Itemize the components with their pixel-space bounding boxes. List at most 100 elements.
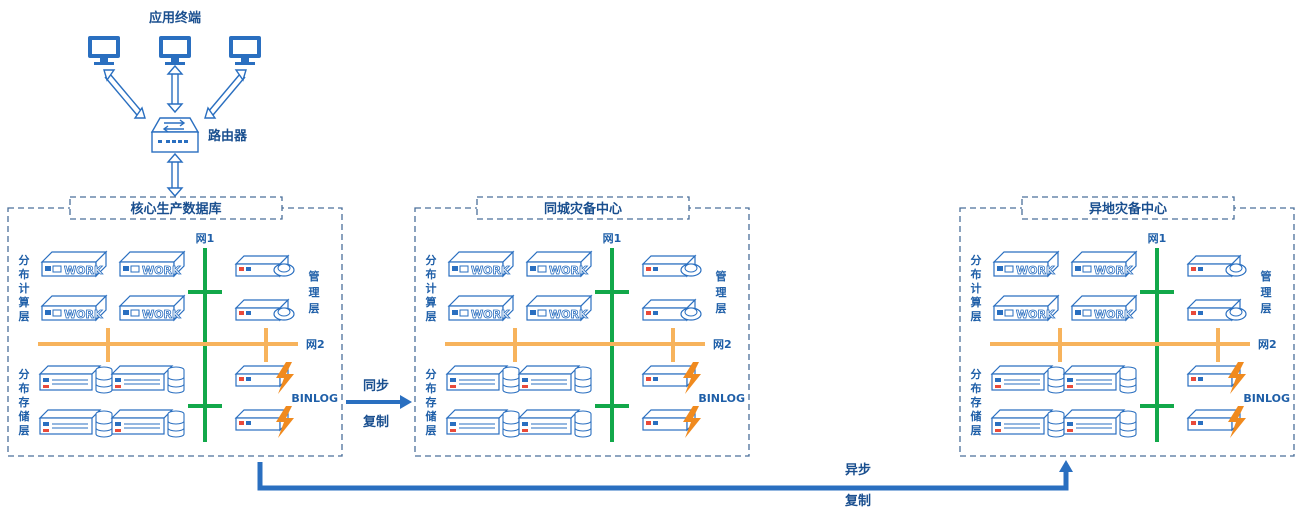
storage-server-icon bbox=[518, 365, 592, 394]
storage-layer-char: 分 bbox=[426, 367, 437, 381]
management-server-icon bbox=[235, 299, 295, 321]
binlog-label: BINLOG bbox=[1243, 392, 1290, 405]
router-icon bbox=[150, 117, 200, 153]
storage-layer-char: 存 bbox=[19, 395, 30, 409]
storage-server-icon bbox=[518, 409, 592, 438]
async-label: 异步 bbox=[845, 462, 871, 478]
management-server-icon bbox=[235, 255, 295, 277]
binlog-server-icon bbox=[642, 405, 702, 439]
mgmt-layer-char: 理 bbox=[309, 286, 320, 299]
storage-server-icon bbox=[991, 409, 1065, 438]
mgmt-layer-char: 理 bbox=[716, 286, 727, 299]
storage-layer-char: 布 bbox=[426, 381, 437, 395]
compute-layer-char: 布 bbox=[19, 267, 30, 281]
datacenter-title: 异地灾备中心 bbox=[1089, 201, 1167, 217]
compute-layer-char: 计 bbox=[19, 281, 30, 295]
compute-layer-char: 布 bbox=[971, 267, 982, 281]
mgmt-layer-char: 层 bbox=[308, 302, 320, 315]
storage-layer-char: 层 bbox=[970, 424, 982, 437]
mgmt-layer-char: 层 bbox=[1260, 302, 1272, 315]
binlog-label: BINLOG bbox=[291, 392, 338, 405]
storage-server-icon bbox=[991, 365, 1065, 394]
binlog-server-icon bbox=[1187, 361, 1247, 395]
compute-server-icon bbox=[526, 295, 592, 322]
async-copy-label: 复制 bbox=[844, 493, 871, 509]
datacenter-frame bbox=[414, 207, 750, 457]
storage-layer-char: 存 bbox=[426, 395, 437, 409]
sync-copy-label: 复制 bbox=[362, 414, 389, 430]
compute-layer-char: 算 bbox=[425, 295, 437, 309]
net2-label: 网2 bbox=[713, 338, 732, 351]
binlog-label: BINLOG bbox=[698, 392, 745, 405]
mgmt-layer-char: 层 bbox=[715, 302, 727, 315]
datacenter-title: 同城灾备中心 bbox=[544, 201, 622, 217]
terminal-icon bbox=[88, 36, 120, 65]
compute-layer-char: 计 bbox=[426, 281, 437, 295]
datacenter-title-box bbox=[476, 196, 690, 220]
net1-label: 网1 bbox=[196, 232, 215, 245]
compute-layer-char: 层 bbox=[970, 310, 982, 323]
compute-layer-char: 算 bbox=[970, 295, 982, 309]
storage-server-icon bbox=[39, 409, 113, 438]
compute-layer-char: 计 bbox=[971, 281, 982, 295]
compute-server-icon bbox=[526, 251, 592, 278]
binlog-server-icon bbox=[235, 405, 295, 439]
storage-server-icon bbox=[446, 409, 520, 438]
storage-layer-char: 储 bbox=[19, 409, 30, 423]
compute-layer-char: 布 bbox=[426, 267, 437, 281]
storage-server-icon bbox=[111, 409, 185, 438]
compute-layer-char: 算 bbox=[18, 295, 30, 309]
storage-layer-char: 层 bbox=[18, 424, 30, 437]
binlog-server-icon bbox=[642, 361, 702, 395]
management-server-icon bbox=[1187, 255, 1247, 277]
storage-layer-char: 储 bbox=[426, 409, 437, 423]
management-server-icon bbox=[642, 255, 702, 277]
storage-server-icon bbox=[111, 365, 185, 394]
storage-server-icon bbox=[1063, 365, 1137, 394]
storage-layer-char: 存 bbox=[971, 395, 982, 409]
datacenter-title: 核心生产数据库 bbox=[130, 201, 221, 217]
mgmt-layer-char: 理 bbox=[1261, 286, 1272, 299]
net2-label: 网2 bbox=[306, 338, 325, 351]
compute-server-icon bbox=[448, 295, 514, 322]
async-replication-arrow bbox=[257, 460, 1073, 491]
management-server-icon bbox=[1187, 299, 1247, 321]
net2-label: 网2 bbox=[1258, 338, 1277, 351]
management-server-icon bbox=[642, 299, 702, 321]
mgmt-layer-char: 管 bbox=[1261, 269, 1272, 283]
storage-server-icon bbox=[446, 365, 520, 394]
compute-server-icon bbox=[1071, 251, 1137, 278]
storage-layer-char: 分 bbox=[19, 367, 30, 381]
datacenter-frame bbox=[7, 207, 343, 457]
compute-server-icon bbox=[1071, 295, 1137, 322]
binlog-server-icon bbox=[235, 361, 295, 395]
mgmt-layer-char: 管 bbox=[716, 269, 727, 283]
net1-label: 网1 bbox=[603, 232, 622, 245]
mgmt-layer-char: 管 bbox=[309, 269, 320, 283]
storage-layer-char: 层 bbox=[425, 424, 437, 437]
terminal-router-links bbox=[103, 64, 247, 198]
sync-replication-arrow bbox=[346, 395, 412, 409]
compute-layer-char: 分 bbox=[19, 253, 30, 267]
net1-label: 网1 bbox=[1148, 232, 1167, 245]
router-label: 路由器 bbox=[208, 128, 248, 144]
storage-layer-char: 分 bbox=[971, 367, 982, 381]
sync-label: 同步 bbox=[363, 378, 389, 394]
storage-layer-char: 储 bbox=[971, 409, 982, 423]
datacenter-frame bbox=[959, 207, 1295, 457]
binlog-server-icon bbox=[1187, 405, 1247, 439]
compute-server-icon bbox=[41, 295, 107, 322]
compute-server-icon bbox=[993, 251, 1059, 278]
compute-layer-char: 分 bbox=[426, 253, 437, 267]
compute-server-icon bbox=[119, 251, 185, 278]
compute-server-icon bbox=[993, 295, 1059, 322]
datacenter-title-box bbox=[69, 196, 283, 220]
terminals-label: 应用终端 bbox=[149, 10, 201, 26]
storage-layer-char: 布 bbox=[971, 381, 982, 395]
compute-layer-char: 层 bbox=[425, 310, 437, 323]
terminal-icon bbox=[159, 36, 191, 65]
compute-server-icon bbox=[41, 251, 107, 278]
